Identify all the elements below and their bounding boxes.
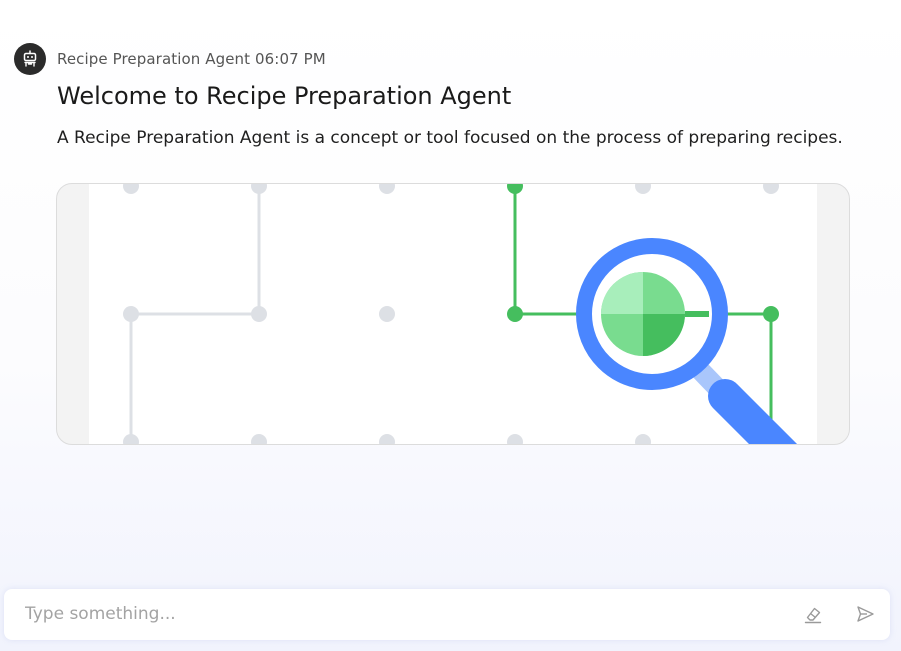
illustration-card <box>56 183 850 445</box>
message-input[interactable] <box>25 602 765 626</box>
send-button[interactable] <box>854 603 876 625</box>
message-time: 06:07 PM <box>255 50 326 68</box>
message-header: Recipe Preparation Agent 06:07 PM <box>14 43 326 75</box>
sender-name: Recipe Preparation Agent <box>57 50 251 68</box>
magnifying-glass-network-icon <box>89 184 817 444</box>
agent-avatar <box>14 43 46 75</box>
robot-icon <box>23 50 37 67</box>
clear-button[interactable] <box>802 603 824 625</box>
chat-area: Recipe Preparation Agent 06:07 PM Welcom… <box>14 43 850 445</box>
eraser-icon <box>804 607 822 624</box>
sender-line: Recipe Preparation Agent 06:07 PM <box>57 50 326 68</box>
chat-input-bar <box>4 589 890 640</box>
message-title: Welcome to Recipe Preparation Agent <box>57 82 512 110</box>
send-icon <box>857 606 874 622</box>
message-body: A Recipe Preparation Agent is a concept … <box>57 128 843 148</box>
